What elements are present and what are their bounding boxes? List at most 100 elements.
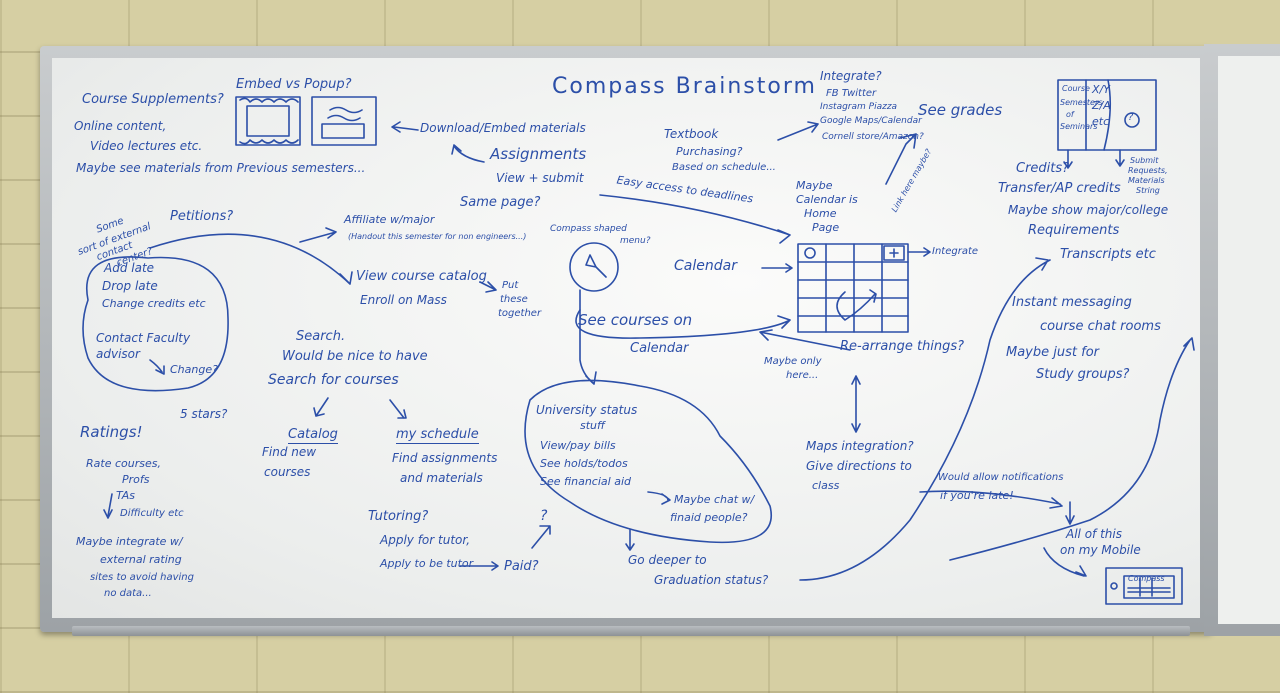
download-embed-text: Download/Embed materials — [420, 121, 586, 135]
question-mark: ? — [540, 508, 548, 524]
university-chat: finaid people? — [670, 511, 748, 524]
same-page-text: Same page? — [460, 195, 541, 210]
compass-shape-text: menu? — [620, 236, 651, 246]
calendar-home-line: Home — [804, 207, 837, 220]
adjacent-board — [1218, 56, 1280, 624]
whiteboard — [52, 58, 1200, 618]
compass-shape-text: Compass shaped — [550, 224, 627, 234]
im-text: Maybe just for — [1006, 345, 1099, 360]
maps-text: Maps integration? — [806, 439, 914, 453]
catalog-text: courses — [264, 465, 311, 479]
credits-text: Transfer/AP credits — [998, 181, 1121, 196]
course-supplements-line: Video lectures etc. — [90, 139, 203, 153]
university-chat: Maybe chat w/ — [674, 493, 755, 506]
notifications-text: if you're late! — [940, 489, 1014, 502]
maps-text: class — [812, 479, 840, 492]
board-title: Compass Brainstorm — [552, 74, 817, 99]
ratings-maybe: no data... — [104, 588, 152, 599]
course-box-value: ? — [1128, 112, 1134, 123]
ratings-item: Profs — [122, 473, 150, 486]
schedule-text: Find assignments — [392, 451, 498, 465]
im-text: Instant messaging — [1012, 295, 1132, 310]
course-box-value: Z/A — [1092, 99, 1111, 112]
im-text: Study groups? — [1036, 367, 1130, 382]
ratings-stars: 5 stars? — [180, 407, 228, 421]
petitions-item: Add late — [104, 261, 155, 275]
tutoring-text: Apply for tutor, — [380, 533, 471, 547]
calendar-home-line: Maybe — [796, 179, 833, 192]
integrate-line: Instagram Piazza — [820, 102, 898, 112]
mobile-device-label: Compass — [1128, 574, 1165, 583]
marker-tray — [72, 626, 1190, 636]
integrate-line: FB Twitter — [826, 88, 877, 99]
ratings-heading: Ratings! — [80, 423, 143, 441]
course-box-label: Course — [1062, 84, 1090, 93]
course-box-label: Semesters — [1060, 98, 1103, 107]
embed-heading: Embed vs Popup? — [236, 77, 352, 92]
graduation-text: Graduation status? — [654, 573, 769, 587]
maps-text: Give directions to — [806, 459, 912, 473]
petitions-item: Change? — [170, 363, 218, 376]
im-text: course chat rooms — [1040, 319, 1161, 334]
search-text: Search for courses — [268, 372, 399, 388]
integrate-line: Cornell store/Amazon? — [822, 132, 924, 142]
see-grades-text: See grades — [918, 101, 1003, 119]
credits-text: Credits? — [1016, 161, 1070, 176]
ratings-maybe: external rating — [100, 553, 182, 566]
assignments-text: Assignments — [490, 145, 587, 163]
university-text: See financial aid — [540, 475, 631, 488]
petitions-item: Drop late — [102, 279, 158, 293]
course-supplements-heading: Course Supplements? — [82, 92, 224, 107]
put-together-text: these — [500, 294, 528, 305]
petitions-heading: Petitions? — [170, 209, 234, 224]
petitions-item: advisor — [96, 347, 140, 361]
ratings-maybe: sites to avoid having — [90, 572, 194, 583]
petitions-item: Change credits etc — [102, 297, 206, 310]
notifications-text: Would allow notifications — [938, 472, 1064, 483]
graduation-text: Go deeper to — [628, 553, 707, 567]
search-text: Would be nice to have — [282, 349, 428, 364]
tutoring-text: Apply to be tutor — [380, 557, 474, 570]
university-text: View/pay bills — [540, 439, 616, 452]
credits-text: Transcripts etc — [1060, 247, 1156, 262]
submit-note: String — [1136, 186, 1160, 195]
view-submit-text: View + submit — [496, 171, 584, 185]
tutoring-heading: Tutoring? — [368, 509, 429, 524]
credits-text: Requirements — [1028, 223, 1120, 238]
put-together-text: together — [498, 308, 542, 319]
mobile-text: All of this — [1066, 527, 1122, 541]
calendar-label: Calendar — [674, 258, 737, 274]
catalog-text: Find new — [262, 445, 317, 459]
affiliate-text: Affiliate w/major — [344, 213, 435, 226]
course-box-label: of — [1066, 110, 1074, 119]
course-box-label: Seminars — [1060, 122, 1098, 131]
submit-note: Materials — [1128, 176, 1165, 185]
catalog-heading: Catalog — [288, 427, 338, 444]
textbook-line: Textbook — [664, 127, 719, 141]
credits-text: Maybe show major/college — [1008, 203, 1169, 217]
calendar-home-line: Calendar is — [796, 193, 858, 206]
paid-text: Paid? — [504, 559, 539, 574]
ratings-item: Rate courses, — [86, 457, 161, 470]
integrate-label: Integrate — [932, 246, 979, 257]
search-text: Search. — [296, 329, 346, 344]
course-supplements-line: Online content, — [74, 119, 167, 133]
see-courses-text: See courses on — [578, 311, 693, 329]
schedule-text: and materials — [400, 471, 483, 485]
ratings-maybe: Maybe integrate w/ — [76, 535, 183, 548]
textbook-line: Based on schedule... — [672, 162, 776, 173]
ratings-item: TAs — [116, 489, 135, 502]
catalog-view-text: Enroll on Mass — [360, 293, 447, 307]
maybe-only-text: Maybe only — [764, 356, 822, 367]
submit-note: Submit — [1130, 156, 1159, 165]
put-together-text: Put — [502, 280, 519, 291]
integrate-heading: Integrate? — [820, 69, 882, 83]
submit-note: Requests, — [1128, 166, 1168, 175]
course-supplements-line: Maybe see materials from Previous semest… — [76, 161, 366, 175]
see-courses-text: Calendar — [630, 341, 689, 356]
affiliate-text: (Handout this semester for non engineers… — [348, 232, 527, 241]
course-box-value: etc — [1092, 115, 1110, 128]
integrate-line: Google Maps/Calendar — [820, 116, 922, 126]
maybe-only-text: here... — [786, 370, 819, 381]
petitions-item: Contact Faculty — [96, 331, 191, 345]
